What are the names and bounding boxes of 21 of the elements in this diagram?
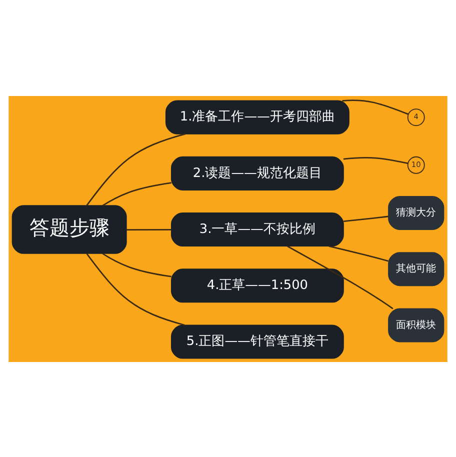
connector xyxy=(342,99,408,114)
node-box: 4.正草——1:500 xyxy=(170,268,344,302)
connector xyxy=(126,228,172,230)
node-box: 其他可能 xyxy=(388,252,444,286)
connector xyxy=(102,252,172,277)
node-box: 1.准备工作——开考四部曲 xyxy=(165,100,350,134)
node-box: 2.读题——规范化题目 xyxy=(170,156,344,190)
connector xyxy=(328,244,388,262)
connector xyxy=(344,215,388,222)
node-circle: 4 xyxy=(407,108,425,126)
node-box: 3.一草——不按比例 xyxy=(170,212,344,246)
node-box: 面积模块 xyxy=(388,308,444,342)
connector xyxy=(286,245,394,309)
node-box: 猜测大分 xyxy=(388,195,444,230)
node-circle: 10 xyxy=(407,156,425,174)
connector xyxy=(102,182,172,206)
node-box: 5.正图——针管笔直接干 xyxy=(170,324,344,358)
connector xyxy=(343,156,408,164)
connector xyxy=(86,252,185,326)
connector xyxy=(86,132,186,206)
node-box: 答题步骤 xyxy=(12,204,127,254)
